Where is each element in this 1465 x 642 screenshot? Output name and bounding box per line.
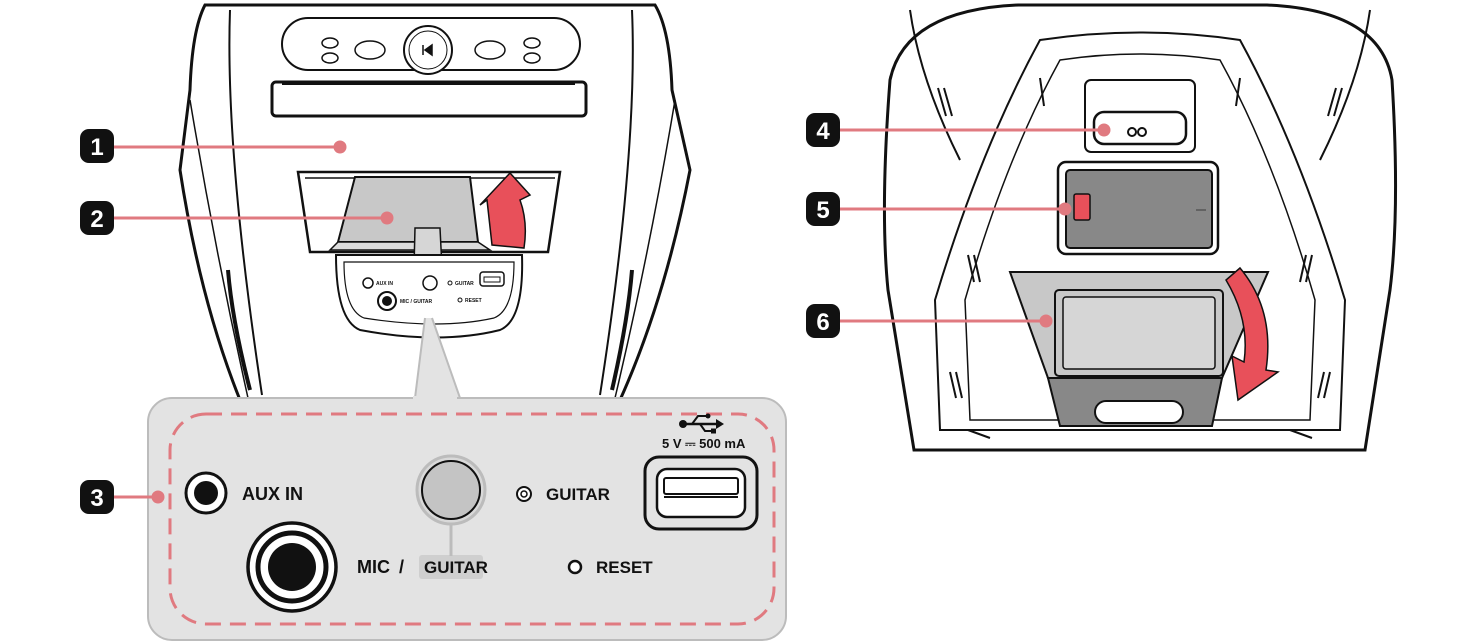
svg-text:3: 3 (90, 485, 103, 512)
callout-badge-3: 3 (80, 480, 114, 514)
highlight-dashed-outline (168, 412, 776, 626)
callout-badge-1: 1 (80, 129, 114, 163)
skip-icon (422, 43, 433, 57)
power-plug-icon (1127, 127, 1137, 137)
small-mic-guitar-label: MIC / GUITAR (400, 299, 433, 305)
guitar-led-label: GUITAR (546, 485, 610, 504)
callout-badge-4: 4 (806, 113, 840, 147)
slash-label: / (399, 557, 404, 577)
aux-in-label: AUX IN (242, 484, 303, 504)
guitar-label-highlight (419, 555, 483, 579)
handle-slot (270, 80, 588, 118)
svg-text:4: 4 (816, 118, 830, 145)
jack-panel-zoom: AUX IN MIC / GUITAR GUITAR RESET 5 V (147, 396, 787, 641)
bluetooth-button[interactable] (321, 37, 339, 49)
usb-icon (679, 413, 724, 434)
volume-button[interactable] (523, 37, 541, 49)
rear-cover[interactable] (336, 176, 480, 243)
effect-button[interactable] (523, 52, 541, 64)
small-aux-in-label: AUX IN (376, 281, 393, 287)
open-cover-arrow (479, 171, 532, 249)
speaker-top-view: AUX IN MIC / GUITAR GUITAR RESET (178, 3, 692, 402)
callout-badge-5: 5 (806, 192, 840, 226)
small-guitar-label: GUITAR (455, 281, 474, 287)
open-battery-cover-arrow (1225, 266, 1280, 402)
light-button[interactable] (354, 40, 386, 60)
callout-badge-6: 6 (806, 304, 840, 338)
function-button[interactable] (321, 52, 339, 64)
mic-label: MIC (357, 557, 390, 577)
mode-button[interactable] (474, 40, 506, 60)
svg-text:6: 6 (816, 309, 829, 336)
svg-text:2: 2 (90, 206, 103, 233)
reset-button[interactable] (567, 559, 583, 575)
speaker-bottom-view (882, 3, 1398, 452)
svg-text:5: 5 (816, 197, 829, 224)
cover-grip (1094, 400, 1184, 424)
callout-badge-2: 2 (80, 201, 114, 235)
svg-text:1: 1 (90, 134, 103, 161)
small-reset-label: RESET (465, 298, 482, 304)
guitar-jack-label: GUITAR (424, 558, 488, 577)
usb-rating-label: 5 V ⎓ 500 mA (662, 436, 746, 451)
reset-label: RESET (596, 558, 653, 577)
battery-release-lever[interactable] (1073, 193, 1091, 221)
